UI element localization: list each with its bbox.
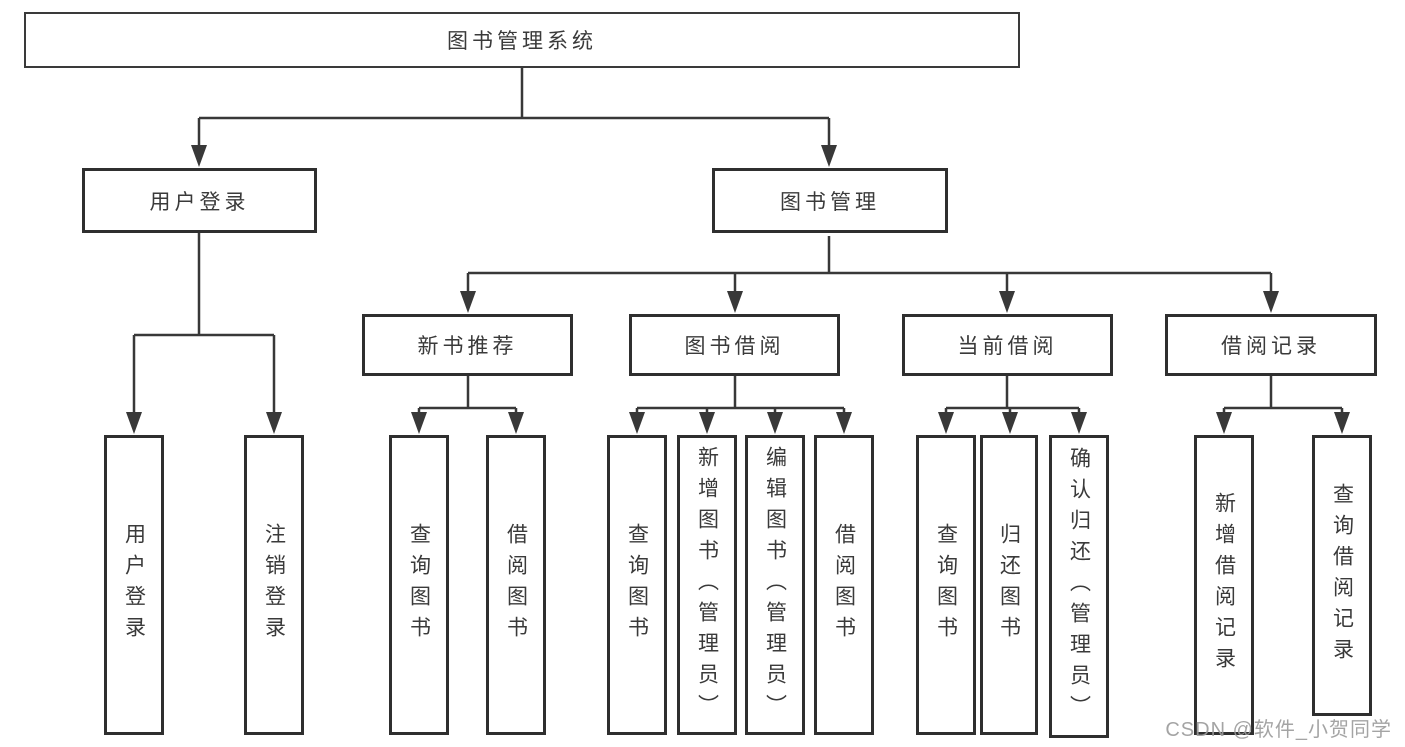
leaf-current-query-books-label: 查询图书: [934, 523, 958, 647]
node-root: 图书管理系统: [24, 12, 1020, 68]
leaf-current-query-books: 查询图书: [916, 435, 976, 735]
leaf-return-books: 归还图书: [980, 435, 1038, 735]
leaf-confirm-return-admin: 确认归还（管理员）: [1049, 435, 1109, 738]
leaf-recommend-query-books: 查询图书: [389, 435, 449, 735]
leaf-add-book-admin: 新增图书（管理员）: [677, 435, 737, 735]
leaf-borrowing-borrow-books-label: 借阅图书: [832, 523, 856, 647]
node-book-borrowing: 图书借阅: [629, 314, 840, 376]
node-borrowing-records: 借阅记录: [1165, 314, 1377, 376]
leaf-user-login-label: 用户登录: [122, 523, 146, 647]
leaf-user-login: 用户登录: [104, 435, 164, 735]
leaf-edit-book-admin: 编辑图书（管理员）: [745, 435, 805, 735]
node-book-management: 图书管理: [712, 168, 948, 233]
leaf-return-books-label: 归还图书: [997, 523, 1021, 647]
node-new-book-recommendation-label: 新书推荐: [417, 335, 518, 358]
leaf-query-borrow-record-label: 查询借阅记录: [1330, 482, 1354, 669]
node-borrowing-records-label: 借阅记录: [1221, 335, 1321, 358]
leaf-add-book-admin-label: 新增图书（管理员）: [695, 445, 719, 725]
leaf-edit-book-admin-label: 编辑图书（管理员）: [763, 445, 787, 725]
node-book-borrowing-label: 图书借阅: [684, 335, 785, 358]
node-current-borrowing: 当前借阅: [902, 314, 1113, 376]
leaf-confirm-return-admin-label: 确认归还（管理员）: [1067, 447, 1091, 726]
leaf-borrowing-query-books-label: 查询图书: [625, 523, 649, 647]
node-user-login: 用户登录: [82, 168, 317, 233]
leaf-recommend-borrow-books: 借阅图书: [486, 435, 546, 735]
leaf-borrowing-query-books: 查询图书: [607, 435, 667, 735]
leaf-recommend-query-books-label: 查询图书: [407, 523, 431, 647]
node-current-borrowing-label: 当前借阅: [957, 335, 1058, 358]
leaf-borrowing-borrow-books: 借阅图书: [814, 435, 874, 735]
node-new-book-recommendation: 新书推荐: [362, 314, 573, 376]
watermark-text: CSDN @软件_小贺同学: [1165, 719, 1392, 741]
leaf-logout-login-label: 注销登录: [262, 523, 286, 647]
leaf-query-borrow-record: 查询借阅记录: [1312, 435, 1372, 716]
leaf-add-borrow-record: 新增借阅记录: [1194, 435, 1254, 735]
leaf-add-borrow-record-label: 新增借阅记录: [1212, 492, 1236, 678]
node-book-management-label: 图书管理: [780, 190, 880, 214]
node-root-label: 图书管理系统: [447, 30, 597, 53]
leaf-logout-login: 注销登录: [244, 435, 304, 735]
leaf-recommend-borrow-books-label: 借阅图书: [504, 523, 528, 647]
node-user-login-label: 用户登录: [149, 190, 250, 214]
